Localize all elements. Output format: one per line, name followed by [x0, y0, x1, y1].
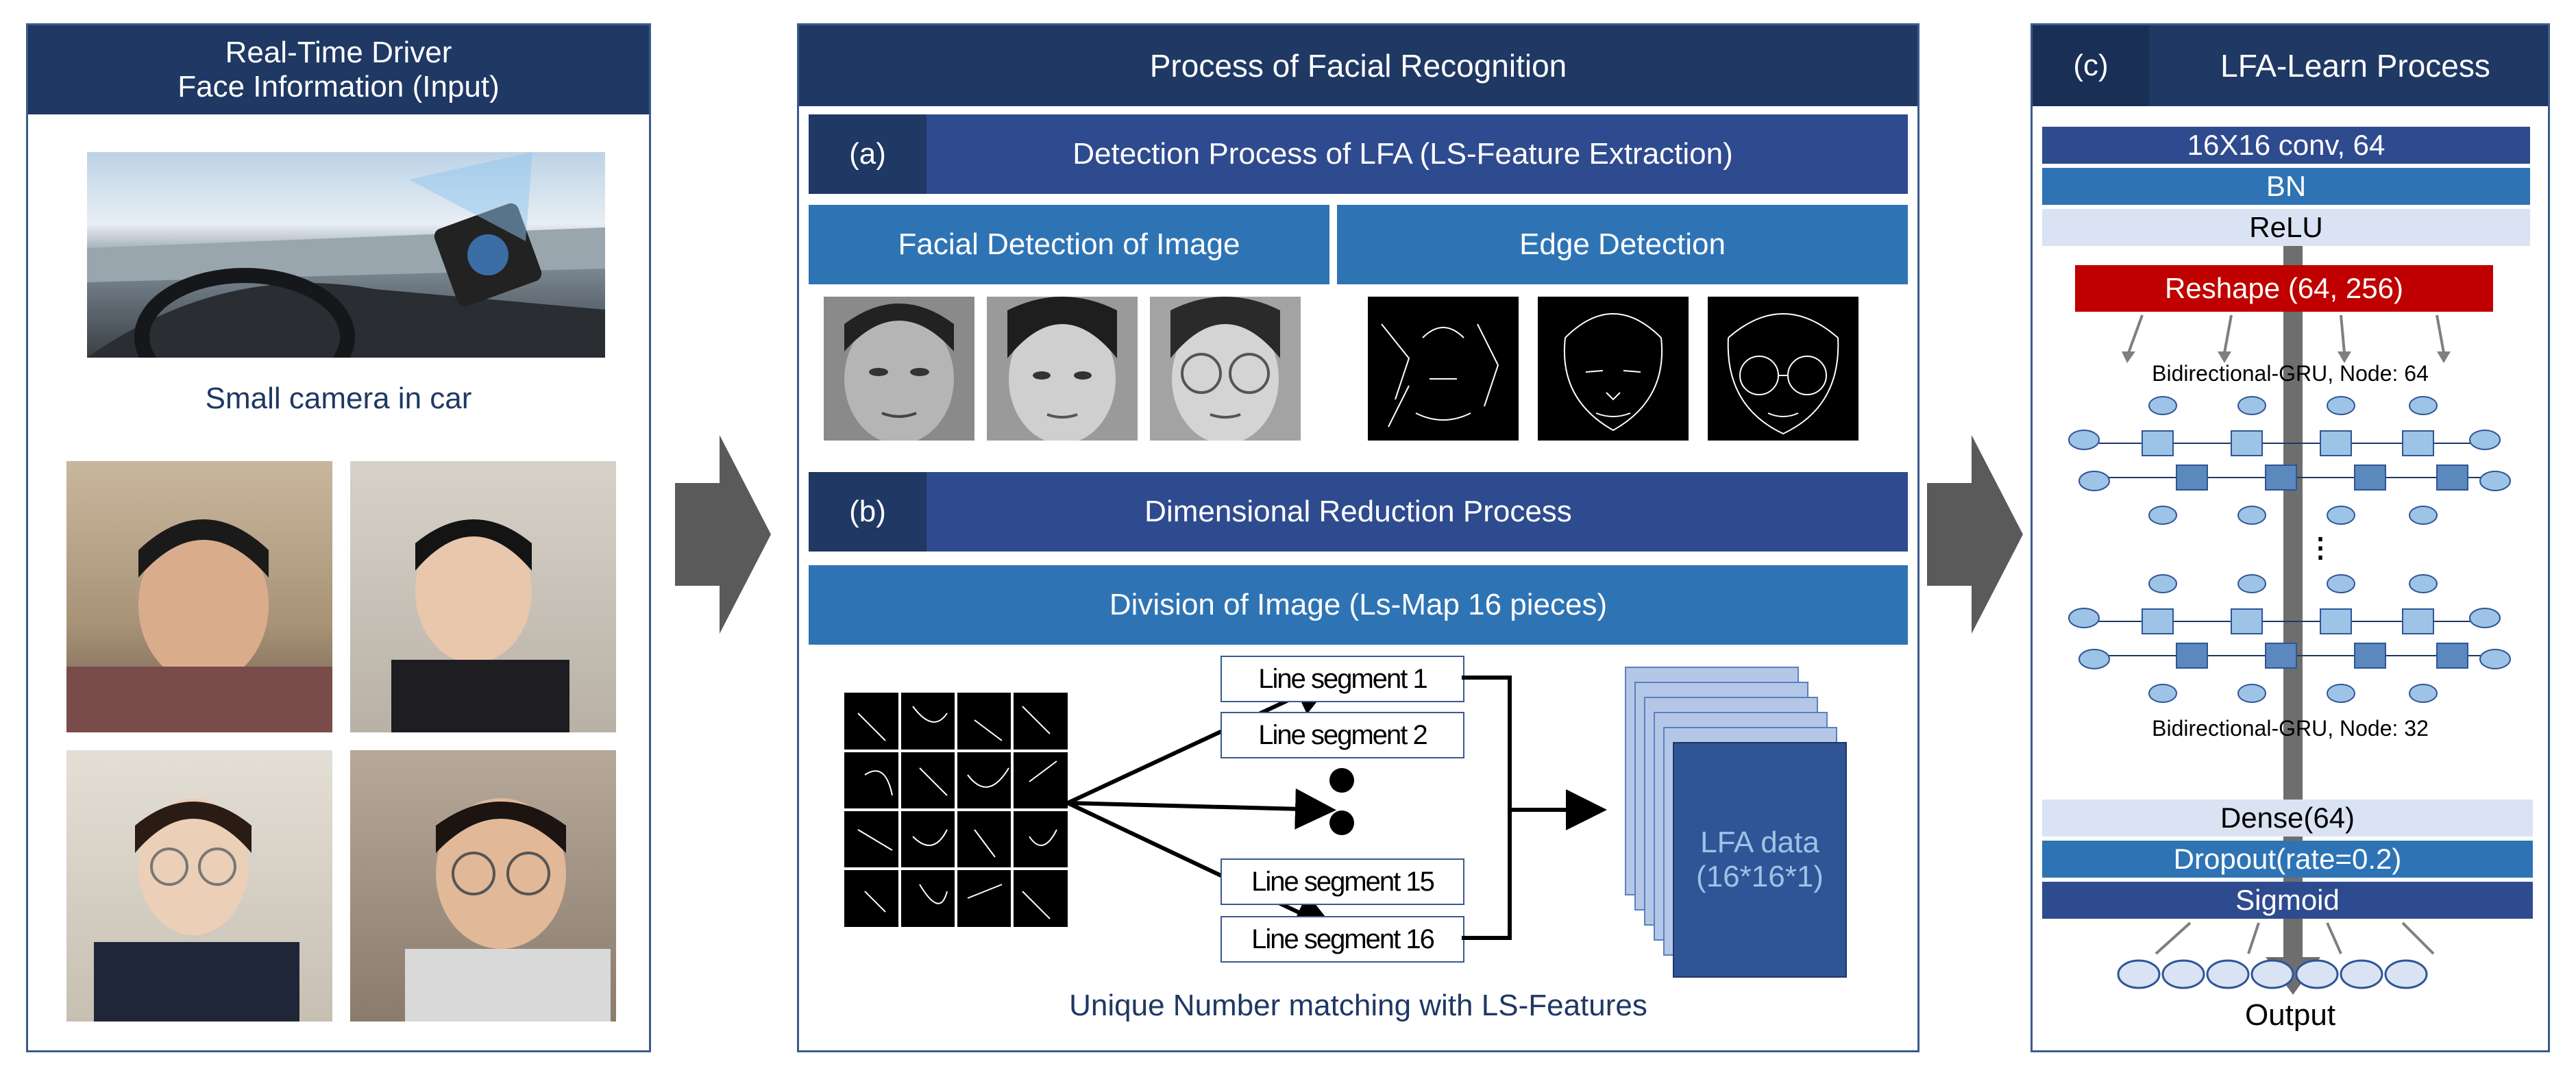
lfa-learn-panel: LFA-Learn Process (c) 16X16 conv, 64 BN …: [2031, 23, 2550, 1052]
segments-to-lfa-arrow: [1462, 676, 1607, 940]
layer-conv: 16X16 conv, 64: [2042, 127, 2530, 164]
gru-2-label: Bidirectional-GRU, Node: 32: [2152, 716, 2429, 741]
lfa-data-label: LFA data: [1700, 826, 1819, 859]
line-segment-15-box: Line segment 15: [1220, 858, 1464, 905]
face-crop-1: [824, 297, 974, 441]
lfa-data-stack: LFA data (16*16*1): [1625, 667, 1851, 995]
edge-crop-1: [1368, 297, 1519, 441]
edge-crop-2: [1538, 297, 1689, 441]
line-segment-1-box: Line segment 1: [1220, 656, 1464, 702]
layer-dropout: Dropout(rate=0.2): [2042, 841, 2533, 878]
gru-1-label: Bidirectional-GRU, Node: 64: [2152, 361, 2429, 386]
input-title-line2: Face Information (Input): [177, 70, 500, 103]
section-a-bar: Detection Process of LFA (LS-Feature Ext…: [809, 114, 1908, 194]
line-segment-16-box: Line segment 16: [1220, 916, 1464, 963]
output-nodes: [2117, 921, 2435, 989]
ellipsis-dot-2: [1329, 810, 1354, 835]
car-camera-illustration: [87, 152, 605, 358]
division-label: Division of Image (Ls-Map 16 pieces): [809, 565, 1908, 645]
section-b-tag: (b): [809, 472, 927, 552]
gru-block-1: [2068, 396, 2511, 525]
line-segment-2-box: Line segment 2: [1220, 712, 1464, 758]
lfa-learn-title: LFA-Learn Process: [2220, 48, 2490, 84]
edge-detection-label: Edge Detection: [1337, 205, 1908, 284]
reshape-arrows: [2122, 314, 2451, 363]
section-a-title: Detection Process of LFA (LS-Feature Ext…: [1072, 137, 1733, 171]
driver-photo-2: [350, 461, 616, 732]
flow-arrow-1: [675, 435, 771, 634]
section-b-title: Dimensional Reduction Process: [1144, 495, 1572, 528]
output-label: Output: [2244, 998, 2336, 1032]
driver-photo-4: [350, 750, 616, 1022]
driver-photo-1: [66, 461, 332, 732]
facial-detection-label: Facial Detection of Image: [809, 205, 1329, 284]
input-panel-header: Real-Time Driver Face Information (Input…: [28, 25, 649, 114]
layer-sigmoid: Sigmoid: [2042, 882, 2533, 919]
gru-block-2: [2068, 574, 2511, 703]
face-crop-2: [987, 297, 1138, 441]
lfa-data-front-sheet: LFA data (16*16*1): [1673, 742, 1847, 978]
section-b-bar: Dimensional Reduction Process: [809, 472, 1908, 552]
input-panel: Real-Time Driver Face Information (Input…: [26, 23, 651, 1052]
lfa-data-dims: (16*16*1): [1696, 860, 1824, 893]
section-c-tag: (c): [2033, 25, 2149, 106]
car-camera-image: [87, 152, 605, 358]
driver-photo-3: [66, 750, 332, 1022]
layer-reshape: Reshape (64, 256): [2075, 265, 2493, 312]
section-a-tag: (a): [809, 114, 927, 194]
face-crop-3: [1150, 297, 1301, 441]
edge-crop-3: [1708, 297, 1859, 441]
gru-vertical-ellipsis: ⋮: [2307, 533, 2334, 563]
facial-recognition-header: Process of Facial Recognition: [799, 25, 1917, 106]
layer-relu: ReLU: [2042, 209, 2530, 246]
layer-dense: Dense(64): [2042, 800, 2533, 837]
input-title-line1: Real-Time Driver: [225, 36, 452, 69]
matching-caption: Unique Number matching with LS-Features: [1069, 989, 1647, 1022]
ellipsis-dot-1: [1329, 768, 1354, 793]
ls-map-grid: [844, 693, 1068, 927]
camera-caption: Small camera in car: [205, 382, 472, 415]
layer-bn: BN: [2042, 168, 2530, 205]
flow-arrow-2: [1927, 435, 2023, 634]
facial-recognition-panel: Process of Facial Recognition Detection …: [797, 23, 1919, 1052]
